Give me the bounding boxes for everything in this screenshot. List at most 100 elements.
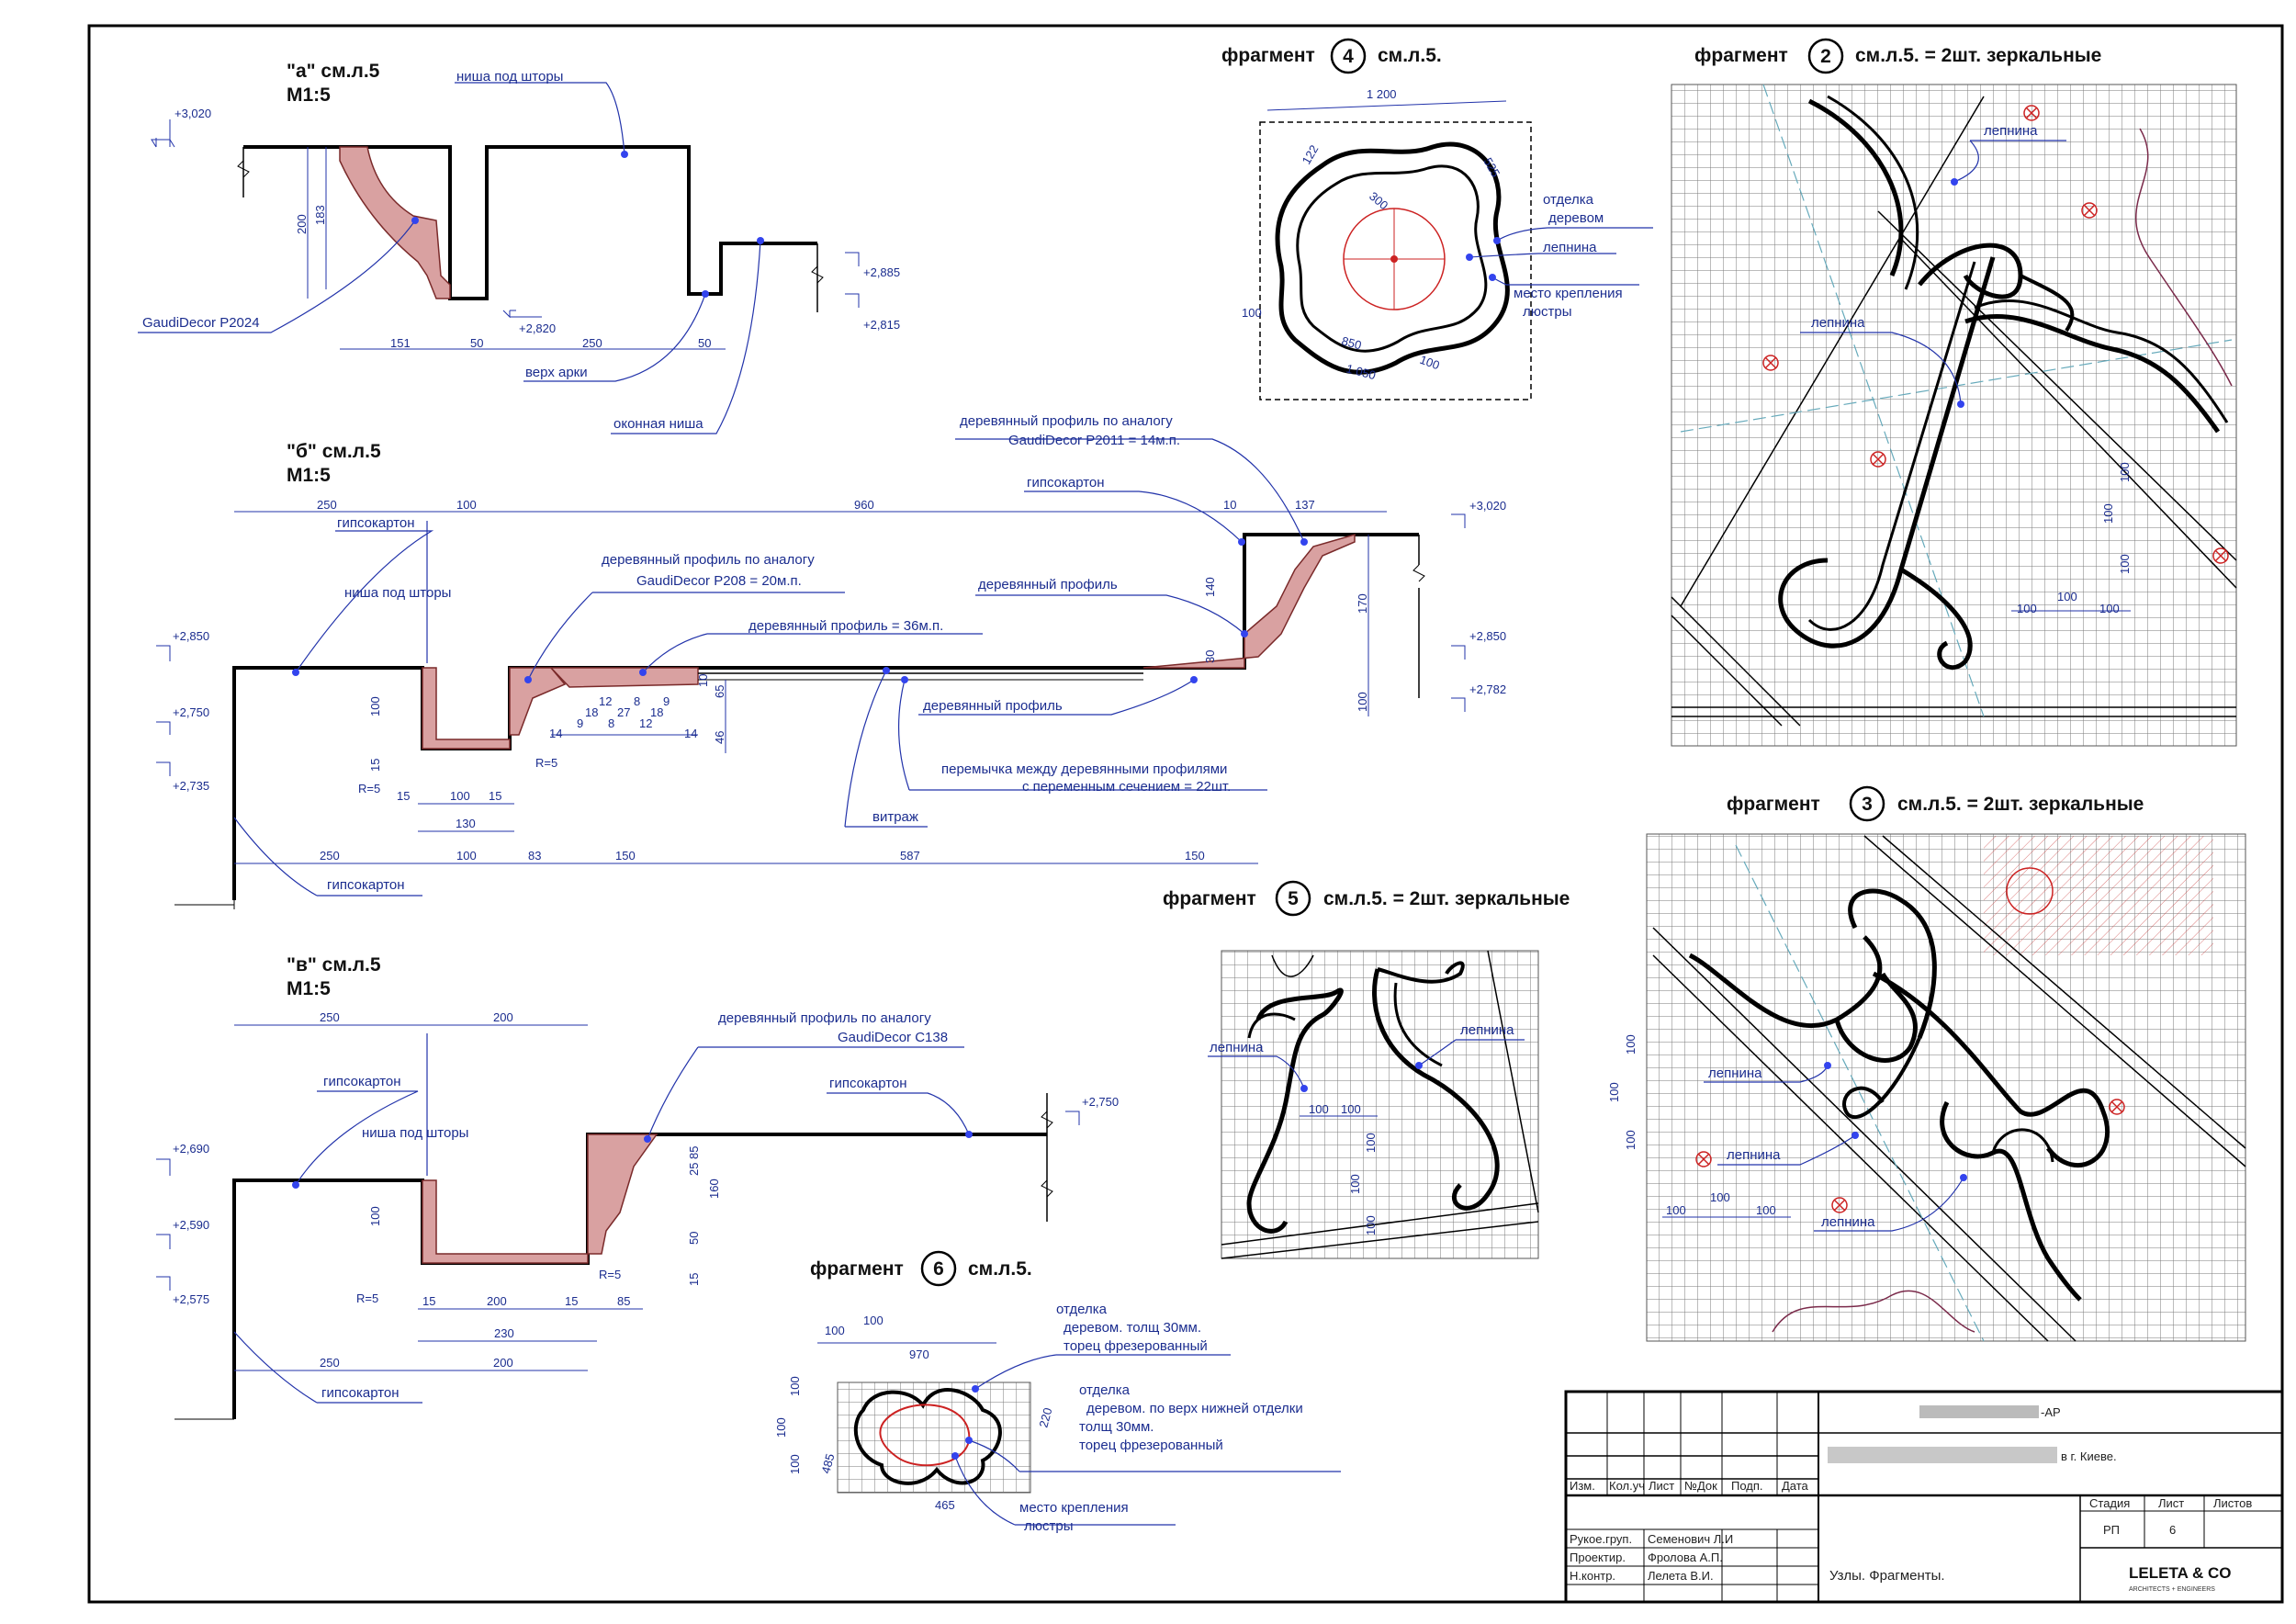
b-label-gypsum2: гипсокартон [327,877,405,893]
tb-sheets-h: Листов [2213,1496,2252,1510]
f4-num: 4 [1343,46,1354,67]
a-dim-5: 200 [295,214,309,234]
b-level-5: +2,850 [1469,629,1506,643]
f6-dim-8: 465 [935,1498,955,1512]
b-dim-bot-5: 587 [900,849,920,863]
section-b-title: "б" см.л.5 [287,441,381,462]
b-dim-m20: 27 [617,705,630,719]
b-dim-m1: 100 [368,696,382,716]
f2-dim-1: 100 [2118,462,2132,482]
tb-role-2: Проектир. [1570,1551,1626,1564]
b-dim-m6: 100 [450,789,470,803]
b-dim-m3: R=5 [358,782,380,795]
b-label-profile-a2b: GaudiDecor P2011 = 14м.п. [1008,433,1180,448]
b-label-lintel2: с переменным сечением = 22шт. [1022,779,1231,795]
f6-label-w7: торец фрезерованный [1079,1438,1223,1453]
f6-dim-5: 100 [774,1417,788,1438]
f2-num: 2 [1820,46,1831,67]
b-label-profile-a1: деревянный профиль по аналогу [602,552,815,568]
a-label-window: оконная ниша [613,416,703,432]
b-dim-m25: 14 [549,727,562,740]
f6-label-w2: деревом. толщ 30мм. [1064,1320,1201,1336]
f6-label-mount2: люстры [1024,1518,1074,1534]
b-label-gypsum1: гипсокартон [337,515,415,531]
section-v: "в" см.л.5 M1:5 250 200 +2,750 +2,690 +2… [156,954,1119,1420]
f5-dim-3: 100 [1364,1133,1378,1153]
v-dim-top-1: 250 [320,1010,340,1024]
f2-label: фрагмент [1694,45,1788,66]
f2-ref: см.л.5. = 2шт. зеркальные [1855,45,2101,66]
a-label-niche: ниша под шторы [456,69,563,85]
tb-h-list: Лист [1649,1479,1674,1493]
f6-label-w3: торец фрезерованный [1064,1338,1208,1354]
f5-label-m2: лепнина [1460,1022,1514,1038]
f4-label-wood: отделка [1543,192,1594,208]
v-dim-top-2: 200 [493,1010,513,1024]
b-dim-m2: 15 [368,759,382,772]
v-dim-m9: 25 [687,1163,701,1176]
f3-label: фрагмент [1727,794,1820,815]
v-level-2: +2,690 [173,1142,209,1156]
b-dim-bot-6: 150 [1185,849,1205,863]
tb-stage-h: Стадия [2089,1496,2130,1510]
v-dim-m8: 230 [494,1326,514,1340]
b-dim-m22: 9 [577,716,583,730]
f3-dim-4: 100 [1666,1203,1686,1217]
b-dim-m11: 170 [1356,593,1369,614]
b-dim-m19: 18 [585,705,598,719]
v-dim-m1: 100 [368,1206,382,1226]
b-dim-m9: 140 [1203,577,1217,597]
f6-dim-7: 485 [818,1452,837,1475]
fragment-2: фрагмент 2 см.л.5. = 2шт. зеркальные [1671,38,2237,747]
f6-dim-4: 100 [788,1376,802,1396]
f2-dim-2: 100 [2101,503,2115,524]
b-level-3: +2,750 [173,705,209,719]
f2-label-m1: лепнина [1984,123,2038,139]
section-a-scale: M1:5 [287,85,331,106]
f6-ref: см.л.5. [968,1258,1032,1280]
tb-h-koluch: Кол.уч [1609,1479,1645,1493]
tb-h-ndok: №Док [1684,1479,1717,1493]
f4-dim-1: 1 200 [1367,87,1397,101]
tb-location: в г. Киеве. [2061,1449,2117,1463]
f6-label-w5: деревом. по верх нижней отделки [1086,1401,1303,1416]
v-label-gypsum1: гипсокартон [323,1074,401,1089]
b-label-lintel1: перемычка между деревянными профилями [941,761,1227,777]
a-label-product: GaudiDecor P2024 [142,315,260,331]
a-dim-4: 50 [698,336,711,350]
v-dim-bot-2: 200 [493,1356,513,1370]
v-level-4: +2,575 [173,1292,209,1306]
a-dim-2: 50 [470,336,483,350]
b-dim-top-3: 960 [854,498,874,512]
b-dim-m21: 18 [650,705,663,719]
section-b-scale: M1:5 [287,465,331,486]
b-dim-m4: R=5 [535,756,557,770]
f6-dim-3: 970 [909,1348,929,1361]
f3-dim-1: 100 [1624,1034,1638,1054]
b-dim-m13: 46 [713,731,726,744]
b-level-6: +2,782 [1469,682,1506,696]
tb-role-3: Н.контр. [1570,1569,1615,1583]
v-label-niche: ниша под шторы [362,1125,468,1141]
v-dim-bot-1: 250 [320,1356,340,1370]
b-label-gypsum-top: гипсокартон [1027,475,1105,491]
b-dim-top-5: 137 [1295,498,1315,512]
f5-num: 5 [1288,888,1299,909]
f5-dim-1: 100 [1309,1102,1329,1116]
v-dim-m3: R=5 [599,1268,621,1281]
a-dim-6: 183 [313,205,327,225]
tb-name-3: Лелета В.И. [1648,1569,1714,1583]
b-dim-m7: 15 [489,789,501,803]
section-v-scale: M1:5 [287,978,331,999]
b-dim-bot-2: 100 [456,849,477,863]
f6-dim-6: 100 [788,1454,802,1474]
tb-project-code: -АР [2041,1405,2061,1419]
f6-dim-2: 100 [863,1314,884,1327]
section-v-title: "в" см.л.5 [287,954,381,976]
f4-dim-6: 850 [1340,333,1363,352]
f6-label-w4: отделка [1079,1382,1131,1398]
fragment-5: фрагмент 5 см.л.5. = 2шт. зеркальные леп… [1163,880,1570,1259]
fragment-3: фрагмент 3 см.л.5. = 2шт. зеркальные леп… [1607,785,2246,1342]
b-dim-top-1: 250 [317,498,337,512]
